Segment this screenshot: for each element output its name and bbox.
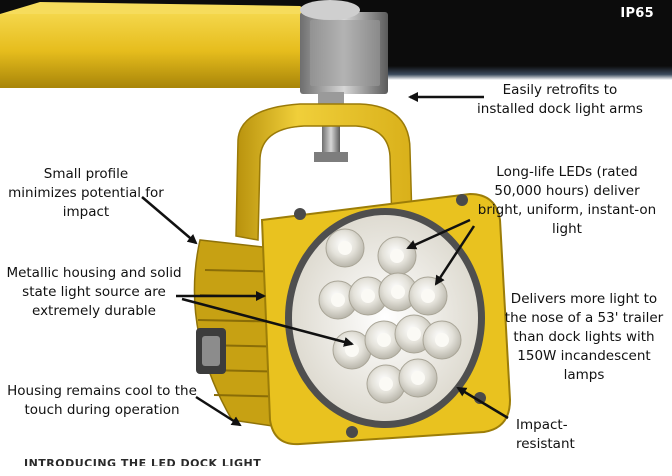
pivot-dome bbox=[300, 0, 360, 20]
arrow-leds-1 bbox=[406, 218, 471, 250]
arrow-housing-2 bbox=[181, 297, 354, 347]
fitting-face bbox=[202, 336, 220, 366]
led bbox=[364, 320, 404, 360]
arrow-cool bbox=[195, 395, 242, 427]
led bbox=[325, 228, 365, 268]
led bbox=[408, 276, 448, 316]
callout-leds: Long-life LEDs (rated 50,000 hours) deli… bbox=[477, 164, 657, 237]
cable-fitting bbox=[196, 328, 226, 374]
arrow-profile bbox=[141, 196, 198, 245]
callout-delivers: Delivers more light to the nose of a 53'… bbox=[504, 291, 664, 383]
footer-cut-text: INTRODUCING THE LED DOCK LIGHT bbox=[24, 457, 262, 466]
front-bezel bbox=[260, 192, 512, 446]
led-array bbox=[318, 228, 462, 404]
top-band-gradient bbox=[388, 66, 672, 80]
bolt-washer bbox=[314, 152, 348, 162]
arm-end-cap-face bbox=[310, 20, 380, 86]
callout-arrows bbox=[141, 92, 509, 427]
led bbox=[422, 320, 462, 360]
callout-cool: Housing remains cool to the touch during… bbox=[7, 383, 197, 418]
bezel-screw bbox=[456, 194, 468, 206]
ip-rating-badge: IP65 bbox=[620, 6, 654, 21]
callout-retrofit: Easily retrofits to installed dock light… bbox=[477, 82, 643, 117]
mounting-arm bbox=[0, 0, 388, 94]
pivot-bolt bbox=[314, 92, 348, 162]
bezel-screw bbox=[294, 208, 306, 220]
led bbox=[348, 276, 388, 316]
led bbox=[366, 364, 406, 404]
arrow-impact bbox=[456, 386, 509, 420]
bottom-strip bbox=[0, 454, 672, 476]
arm-beam bbox=[0, 14, 312, 88]
led bbox=[377, 236, 417, 276]
arrow-leds-2 bbox=[434, 225, 476, 286]
callout-impact: Impact-resistant bbox=[516, 417, 575, 452]
bezel-screw bbox=[474, 392, 486, 404]
callout-profile: Small profile minimizes potential for im… bbox=[8, 166, 164, 220]
callout-housing: Metallic housing and solid state light s… bbox=[6, 265, 182, 319]
bezel-screw bbox=[346, 426, 358, 438]
led bbox=[398, 358, 438, 398]
arm-top-face bbox=[0, 2, 312, 14]
